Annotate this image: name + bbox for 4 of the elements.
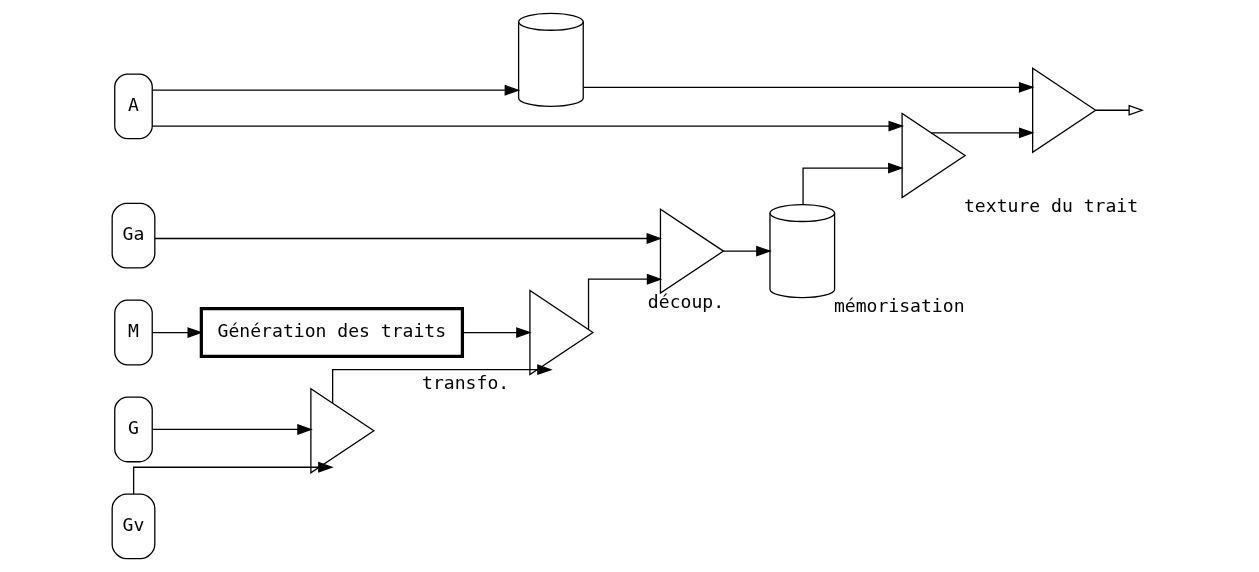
node-label: mémorisation — [833, 295, 965, 317]
node-label: texture du trait — [963, 194, 1139, 216]
node-label: transfo. — [422, 372, 510, 393]
node-label: découp. — [647, 290, 725, 312]
